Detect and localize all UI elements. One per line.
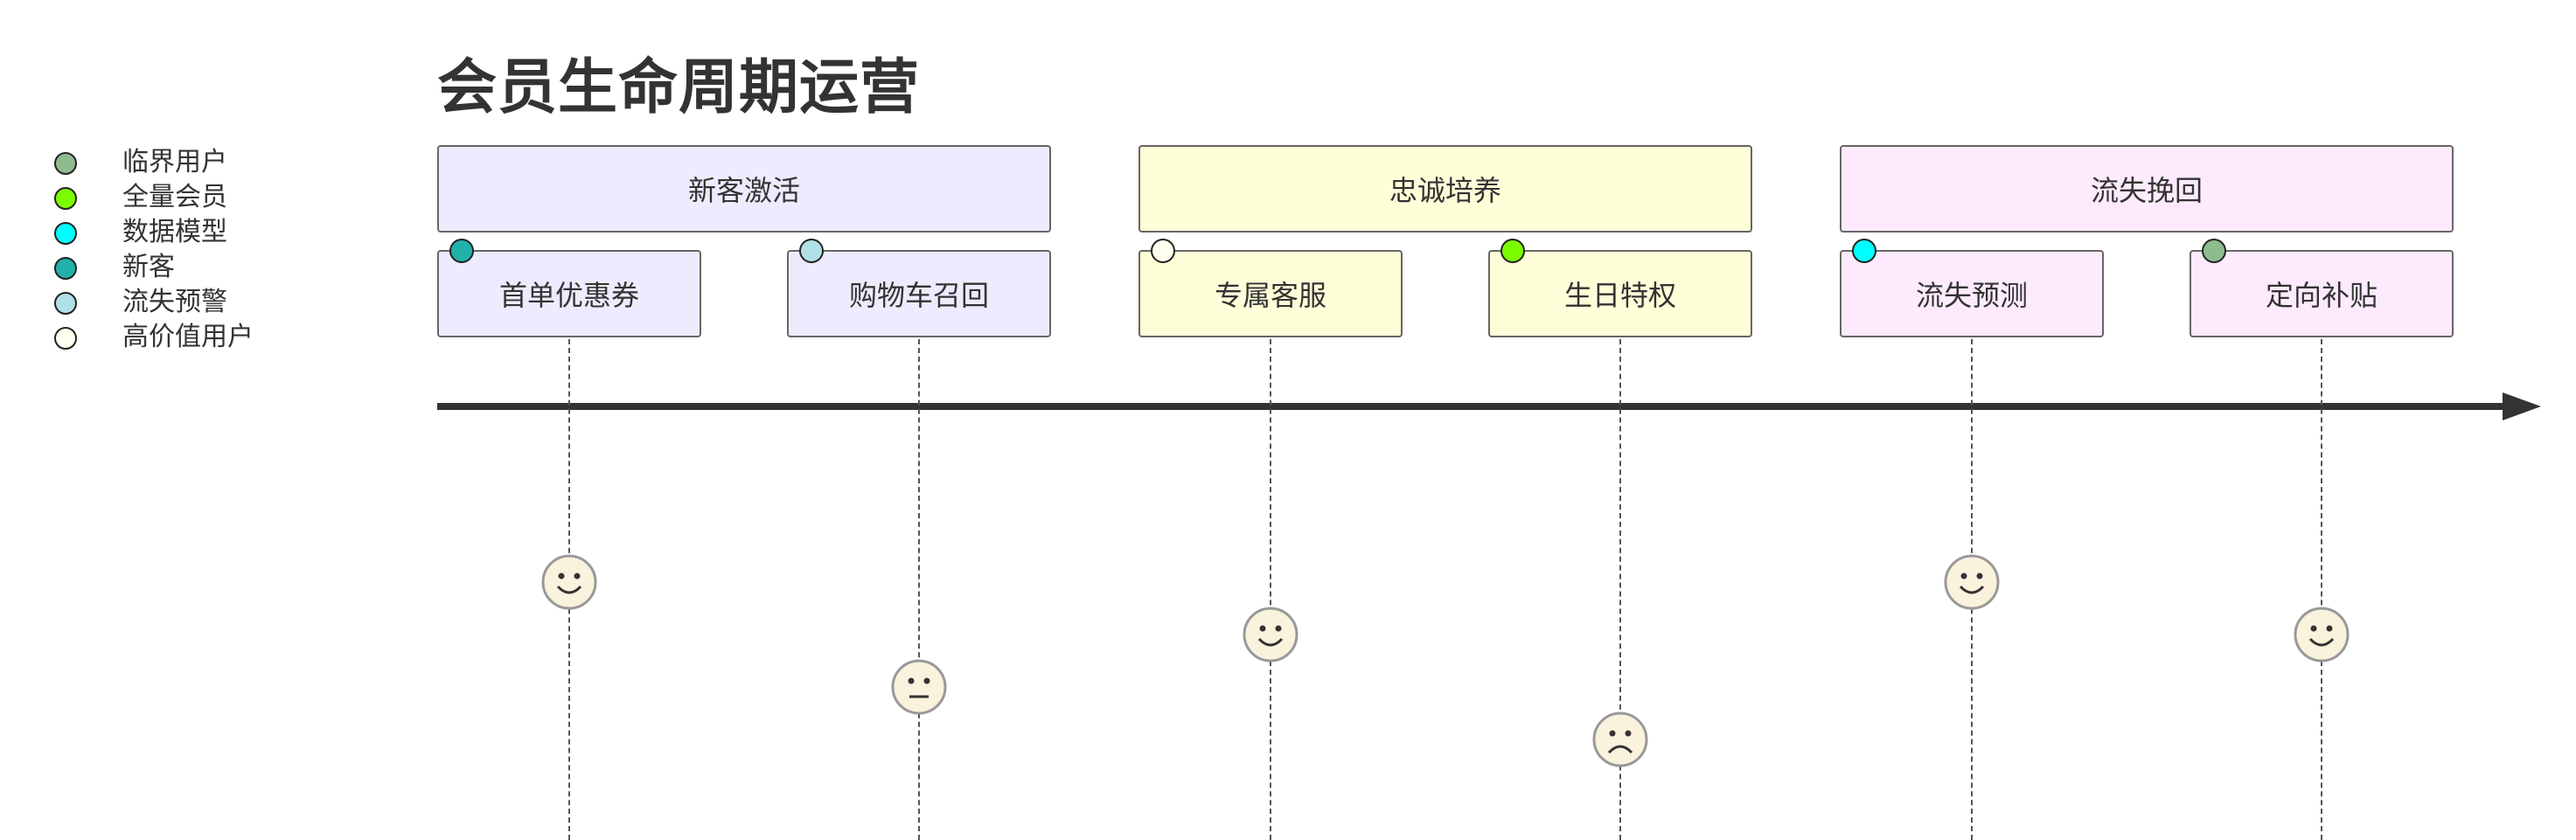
legend-label: 数据模型 bbox=[122, 217, 227, 247]
legend-color-swatch bbox=[54, 187, 77, 210]
section-header: 流失挽回 bbox=[1840, 145, 2454, 233]
mood-neutral-icon bbox=[890, 658, 948, 716]
task-box: 专属客服 bbox=[1138, 250, 1403, 337]
page-title: 会员生命周期运营 bbox=[437, 53, 921, 122]
task-box: 首单优惠券 bbox=[437, 250, 701, 337]
section-header: 新客激活 bbox=[437, 145, 1051, 233]
legend-label: 高价值用户 bbox=[122, 322, 254, 352]
actor-dot bbox=[2202, 239, 2226, 263]
actor-dot bbox=[1500, 239, 1525, 263]
legend-label: 全量会员 bbox=[122, 182, 227, 212]
legend-color-swatch bbox=[54, 222, 77, 245]
legend-color-swatch bbox=[54, 327, 77, 350]
timeline-arrowhead bbox=[2503, 392, 2541, 420]
task-box: 购物车召回 bbox=[787, 250, 1051, 337]
mood-sad-icon bbox=[1591, 711, 1649, 768]
mood-happy-icon bbox=[540, 553, 598, 611]
task-dashed-line bbox=[1270, 339, 1271, 840]
task-dashed-line bbox=[2321, 339, 2322, 840]
mood-happy-icon bbox=[1242, 606, 1299, 663]
legend-color-swatch bbox=[54, 257, 77, 280]
mood-happy-icon bbox=[1943, 553, 2001, 611]
task-box: 定向补贴 bbox=[2190, 250, 2454, 337]
mood-happy-icon bbox=[2293, 606, 2350, 663]
actor-dot bbox=[449, 239, 474, 263]
task-dashed-line bbox=[918, 339, 920, 840]
legend-label: 临界用户 bbox=[122, 147, 227, 177]
legend-color-swatch bbox=[54, 292, 77, 315]
legend-label: 流失预警 bbox=[122, 287, 227, 317]
section-header: 忠诚培养 bbox=[1138, 145, 1752, 233]
legend-color-swatch bbox=[54, 152, 77, 175]
task-dashed-line bbox=[1619, 339, 1621, 840]
task-box: 生日特权 bbox=[1488, 250, 1752, 337]
actor-dot bbox=[1852, 239, 1876, 263]
actor-dot bbox=[1151, 239, 1175, 263]
actor-dot bbox=[799, 239, 824, 263]
task-box: 流失预测 bbox=[1840, 250, 2104, 337]
legend-label: 新客 bbox=[122, 252, 175, 282]
